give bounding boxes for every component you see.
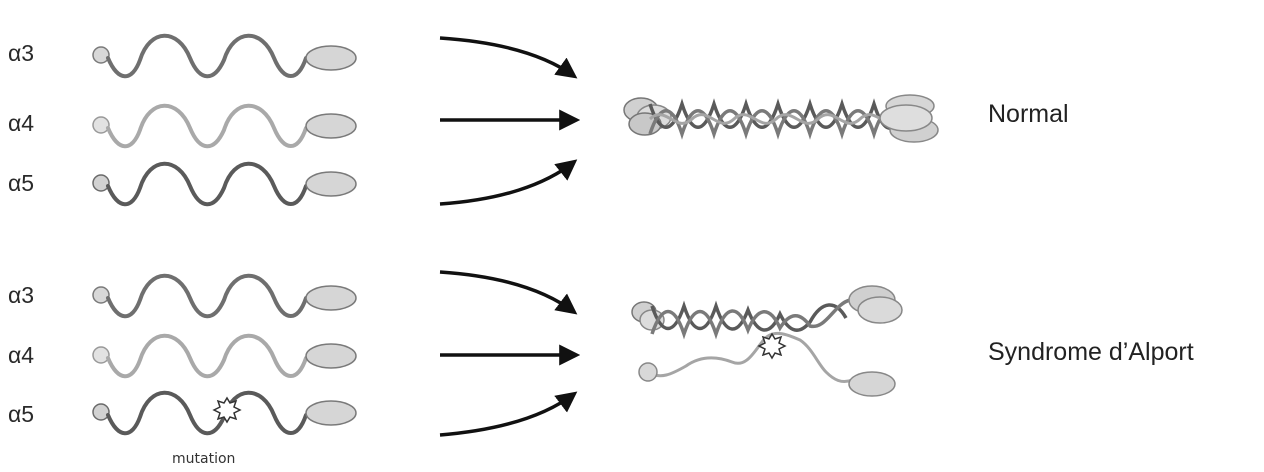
n-terminal-domain bbox=[92, 403, 110, 421]
chain-label-alpha5: α5 bbox=[8, 401, 35, 427]
collagen-chain bbox=[106, 103, 308, 149]
collagen-chain bbox=[106, 390, 308, 436]
triple-helix bbox=[623, 94, 939, 143]
n-terminal-domain bbox=[92, 116, 110, 134]
chain-alpha5 bbox=[92, 161, 357, 207]
n-terminal-domain bbox=[92, 286, 110, 304]
nc1-domain-ellipse-icon bbox=[305, 113, 357, 139]
collagen-chain bbox=[106, 161, 308, 207]
chain-alpha5 bbox=[92, 390, 357, 436]
chain-alpha4 bbox=[92, 103, 357, 149]
chain-label-alpha4: α4 bbox=[8, 110, 35, 136]
arrow-icon bbox=[439, 36, 578, 79]
normal-label: Normal bbox=[988, 100, 1069, 128]
collagen-chain bbox=[106, 33, 308, 79]
collagen-chain bbox=[106, 273, 308, 319]
mutation-starburst-icon bbox=[757, 332, 787, 360]
nc1-domain-ellipse-icon bbox=[305, 343, 357, 369]
n-terminal-domain bbox=[92, 174, 110, 192]
arrow-icon bbox=[439, 391, 578, 437]
chain-label-alpha3: α3 bbox=[8, 40, 35, 66]
nc1-domain-ellipse-icon bbox=[305, 45, 357, 71]
chain-alpha4 bbox=[92, 333, 357, 379]
nc1-domain-ellipse-icon bbox=[305, 400, 357, 426]
alport-label: Syndrome d’Alport bbox=[988, 338, 1194, 366]
chain-alpha3 bbox=[92, 33, 357, 79]
n-terminal-domain bbox=[92, 46, 110, 64]
chain-label-alpha5: α5 bbox=[8, 170, 35, 196]
arrow-icon bbox=[439, 270, 578, 315]
arrow-icon bbox=[439, 159, 578, 206]
nc1-domain-ellipse-icon bbox=[305, 171, 357, 197]
collagen-chain bbox=[106, 333, 308, 379]
chain-alpha3 bbox=[92, 273, 357, 319]
disrupted-helix bbox=[631, 285, 903, 397]
n-terminal-domain bbox=[92, 346, 110, 364]
normal-group bbox=[92, 33, 939, 207]
chain-label-alpha4: α4 bbox=[8, 342, 35, 368]
alport-group bbox=[92, 270, 903, 437]
mutation-starburst-icon bbox=[212, 396, 242, 424]
nc1-domain-ellipse-icon bbox=[305, 285, 357, 311]
mutation-label: mutation bbox=[172, 451, 236, 467]
chain-label-alpha3: α3 bbox=[8, 282, 35, 308]
